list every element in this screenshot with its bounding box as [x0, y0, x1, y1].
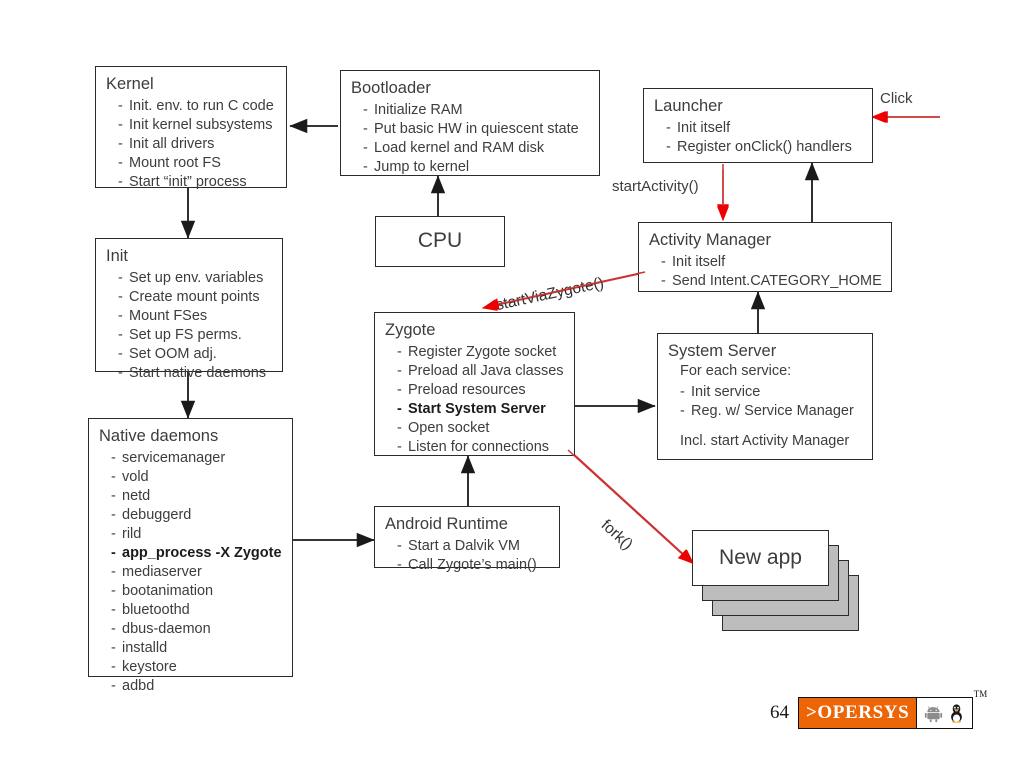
list-item: Init. env. to run C code [118, 97, 278, 116]
list-item: Send Intent.CATEGORY_HOME [661, 272, 883, 291]
list-item: Set up FS perms. [118, 326, 274, 345]
node-item-list: Register Zygote socket Preload all Java … [385, 343, 566, 457]
linux-penguin-icon [951, 704, 963, 723]
list-item: adbd [111, 677, 284, 696]
list-item: installd [111, 639, 284, 658]
list-item: Start native daemons [118, 364, 274, 383]
footer: 64 >OPERSYS [770, 689, 987, 729]
list-item: debuggerd [111, 506, 284, 525]
page-number: 64 [770, 702, 789, 723]
list-item: Listen for connections [397, 438, 566, 457]
list-item: Mount FSes [118, 307, 274, 326]
node-native-daemons: Native daemons servicemanager vold netd … [88, 418, 293, 696]
node-title: Native daemons [99, 427, 219, 445]
node-title: Activity Manager [649, 231, 771, 249]
node-title: Launcher [654, 97, 723, 115]
node-item-list: Start a Dalvik VM Call Zygote’s main() [385, 537, 551, 575]
list-item: Load kernel and RAM disk [363, 139, 591, 158]
node-footnote: Incl. start Activity Manager [680, 433, 850, 450]
node-init: Init Set up env. variables Create mount … [95, 238, 283, 383]
node-android-runtime: Android Runtime Start a Dalvik VM Call Z… [374, 506, 560, 575]
edge-label-fork: fork() [597, 516, 636, 554]
node-title: Kernel [106, 75, 154, 93]
node-item-list: Set up env. variables Create mount point… [106, 269, 274, 383]
node-title: CPU [417, 229, 463, 253]
node-title: Android Runtime [385, 515, 508, 533]
android-robot-icon [925, 705, 943, 722]
list-item: vold [111, 468, 284, 487]
list-item: Initialize RAM [363, 101, 591, 120]
node-cpu: CPU [375, 216, 505, 267]
trademark-symbol: TM [973, 689, 988, 699]
node-launcher: Launcher Init itself Register onClick() … [643, 88, 873, 163]
node-new-app-stack: New app [692, 530, 872, 640]
node-bootloader: Bootloader Initialize RAM Put basic HW i… [340, 70, 600, 177]
node-item-list: Init. env. to run C code Init kernel sub… [106, 97, 278, 192]
logo-wordmark: >OPERSYS [799, 698, 917, 728]
list-item: Init kernel subsystems [118, 116, 278, 135]
node-activity-manager: Activity Manager Init itself Send Intent… [638, 222, 892, 292]
list-item: Set OOM adj. [118, 345, 274, 364]
logo-icon-group [916, 698, 973, 728]
node-item-list: Initialize RAM Put basic HW in quiescent… [351, 101, 591, 177]
node-title: Bootloader [351, 79, 431, 97]
list-item: mediaserver [111, 563, 284, 582]
list-item: Preload resources [397, 381, 566, 400]
edge-label-start-activity: startActivity() [612, 178, 699, 195]
list-item: Start a Dalvik VM [397, 537, 551, 556]
list-item: Create mount points [118, 288, 274, 307]
list-item: Preload all Java classes [397, 362, 566, 381]
list-item: Mount root FS [118, 154, 278, 173]
node-zygote: Zygote Register Zygote socket Preload al… [374, 312, 575, 457]
edge-label-start-via-zygote: startViaZygote() [494, 274, 606, 315]
node-item-list: Init itself Register onClick() handlers [654, 119, 864, 157]
list-item: Jump to kernel [363, 158, 591, 177]
list-item: Put basic HW in quiescent state [363, 120, 591, 139]
node-title: Zygote [385, 321, 436, 339]
node-item-list: servicemanager vold netd debuggerd rild … [99, 449, 284, 696]
list-item: bluetoothd [111, 601, 284, 620]
opersys-logo: >OPERSYS [798, 689, 987, 729]
list-item: Start “init” process [118, 173, 278, 192]
list-item: Init all drivers [118, 135, 278, 154]
list-item: netd [111, 487, 284, 506]
node-title: System Server [668, 342, 777, 360]
node-system-server: System Server For each service: Init ser… [657, 333, 873, 460]
list-item: Register onClick() handlers [666, 138, 864, 157]
node-item-list: Init itself Send Intent.CATEGORY_HOME [649, 253, 883, 291]
node-kernel: Kernel Init. env. to run C code Init ker… [95, 66, 287, 192]
app-card-front: New app [692, 530, 829, 586]
edge-label-click: Click [880, 90, 913, 107]
list-item: keystore [111, 658, 284, 677]
list-item: Init itself [666, 119, 864, 138]
list-item: bootanimation [111, 582, 284, 601]
list-item: Reg. w/ Service Manager [680, 402, 864, 421]
list-item: Open socket [397, 419, 566, 438]
list-item-start-system-server: Start System Server [397, 400, 566, 419]
list-item: Init itself [661, 253, 883, 272]
list-item: Register Zygote socket [397, 343, 566, 362]
list-item: dbus-daemon [111, 620, 284, 639]
list-item: Set up env. variables [118, 269, 274, 288]
list-item: servicemanager [111, 449, 284, 468]
node-lead-text: For each service: [680, 363, 792, 380]
list-item: Init service [680, 383, 864, 402]
list-item: rild [111, 525, 284, 544]
node-title: New app [719, 546, 802, 569]
node-item-list: Init service Reg. w/ Service Manager [668, 383, 864, 421]
list-item: Call Zygote’s main() [397, 556, 551, 575]
list-item-app-process: app_process -X Zygote [111, 544, 284, 563]
node-title: Init [106, 247, 129, 265]
